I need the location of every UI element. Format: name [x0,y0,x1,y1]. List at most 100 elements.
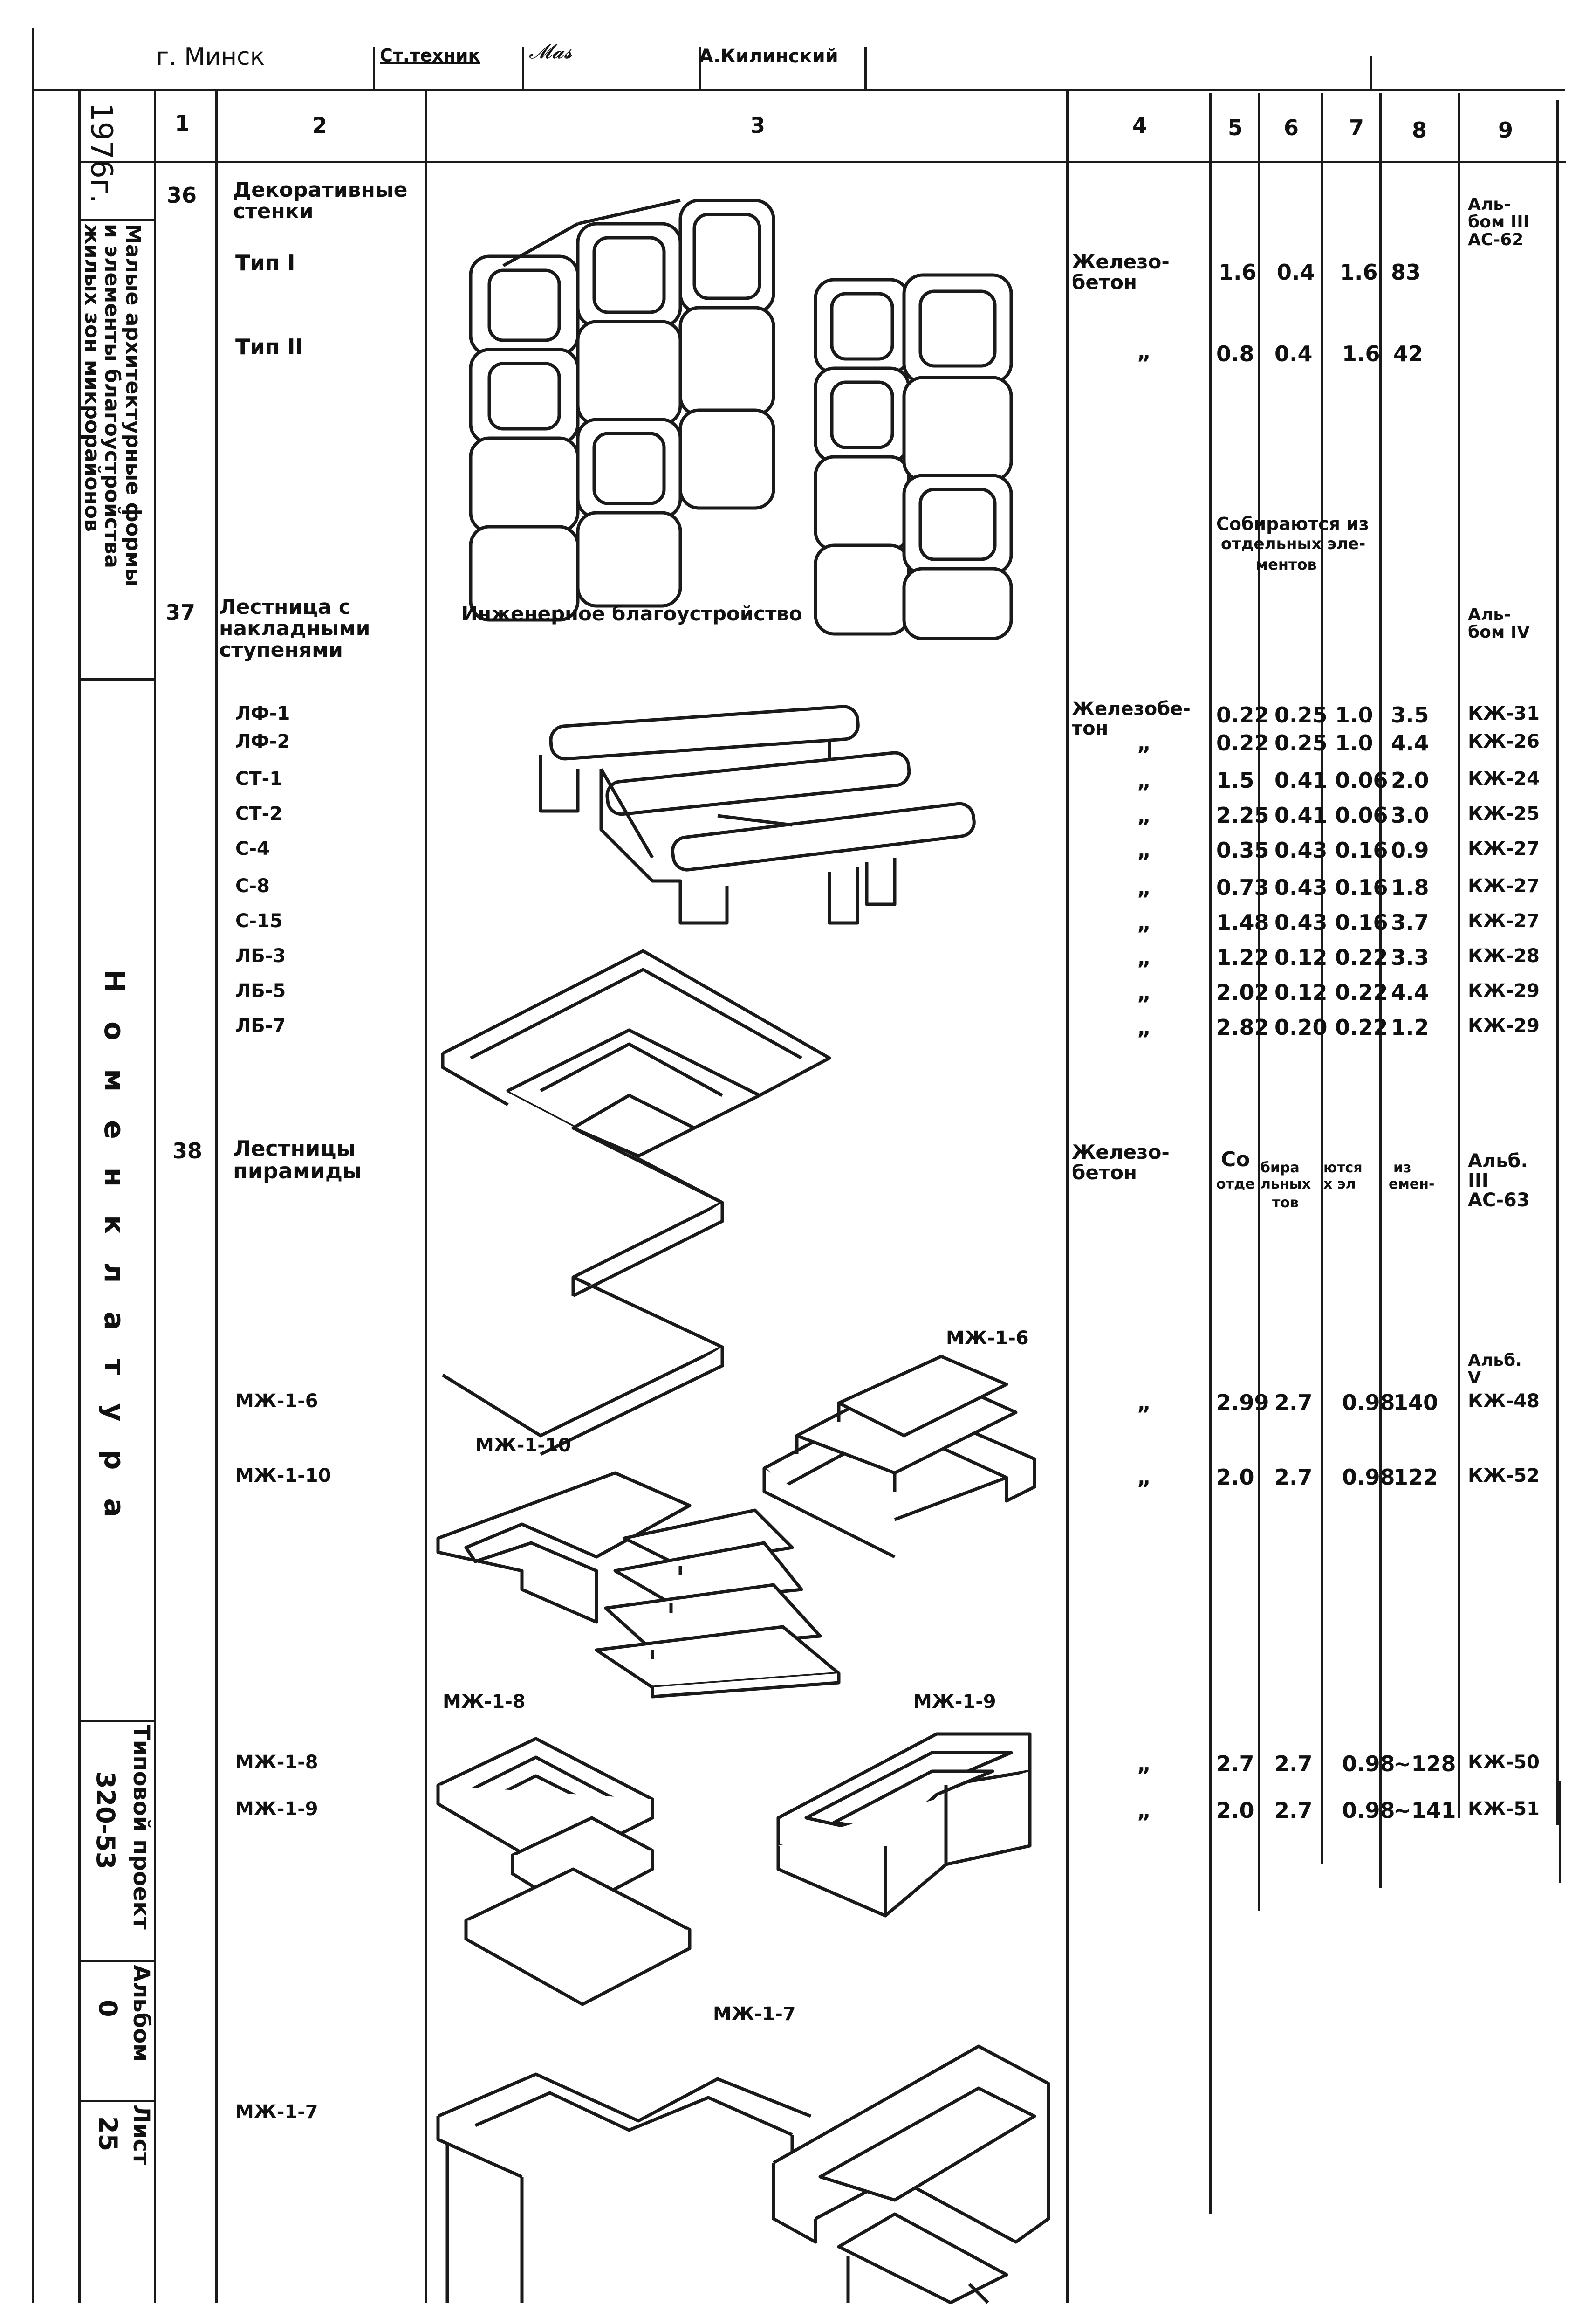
entry36-r1-c6: 0.4 [1277,260,1315,285]
entry37-row-name: С-8 [235,875,270,897]
entry37-row-c5: 0.35 [1216,838,1269,863]
entry36-num: 36 [167,183,197,208]
entry38-row-c8: ~128 [1393,1751,1456,1776]
entry38-row-c5: 2.0 [1216,1465,1254,1490]
entry36-r2-c6: 0.4 [1274,341,1313,366]
col-head-3: 3 [750,113,766,138]
entry36-album: Аль-бом III АС-62 [1468,195,1530,249]
side-album-value: 0 [93,2000,123,2017]
entry38-row-mat: „ [1137,1465,1151,1490]
entry38-note-3: бира [1260,1160,1300,1176]
entry37-row-name: СТ-1 [235,768,283,790]
entry37-row-name: ЛФ-1 [235,703,290,724]
side-sep-4 [79,1960,155,1962]
drawing-label-mzh-1-8: МЖ-1-8 [443,1691,526,1713]
side-album-label: Альбом [128,1965,154,2062]
entry38-row-c7: 0.98 [1342,1751,1395,1776]
frame-right-line [1556,100,1559,1825]
entry36-note-3: ментов [1256,556,1317,573]
pyramid-stair-mzh-1-6-drawing [762,1355,1036,1559]
entry38-row-c8: 122 [1393,1465,1438,1490]
entry37-row-c8: 3.0 [1391,803,1429,828]
entry38-material: Железо-бетон [1072,1141,1170,1184]
entry37-row-c8: 1.2 [1391,1015,1429,1040]
entry38-row-c6: 2.7 [1274,1390,1313,1415]
entry37-row-c5: 2.82 [1216,1015,1269,1040]
side-nomenclature: Н о м е н к л а т у р а [98,970,130,1527]
entry37-row-name: ЛБ-5 [235,980,286,1002]
side-sep-1 [79,219,155,221]
col-head-4: 4 [1132,113,1148,138]
entry36-type2: Тип II [235,334,303,359]
side-year: 1976г. [84,103,118,204]
entry37-row-c8: 4.4 [1391,980,1429,1005]
entry37-row-c8: 0.9 [1391,838,1429,863]
entry37-row-mat: „ [1137,875,1151,900]
entry37-album-head: Аль-бом IV [1468,605,1530,642]
entry37-row-c6: 0.43 [1274,838,1328,863]
entry37-row-c9: КЖ-24 [1468,768,1540,790]
col8-divider [1458,93,1460,1818]
entry37-row-c9: КЖ-28 [1468,945,1540,967]
entry38-name: Лестницы пирамиды [233,1136,362,1184]
entry37-row-c9: КЖ-29 [1468,980,1540,1002]
entry37-row-mat: „ [1137,730,1151,756]
col-head-5: 5 [1228,115,1243,140]
header-rule [32,89,1565,91]
entry38-row-c6: 2.7 [1274,1465,1313,1490]
entry37-row-c7: 1.0 [1335,730,1373,756]
entry38-row-c7: 0.98 [1342,1798,1395,1823]
col-head-9: 9 [1498,117,1514,143]
entry37-row-mat: „ [1137,980,1151,1005]
entry37-row-c6: 0.25 [1274,730,1328,756]
entry37-row-mat: „ [1137,838,1151,863]
side-title-3: жилых зон микрорайонов [80,224,104,532]
stair-landing-zigzag-drawing [441,949,831,1456]
pyramid-stair-mzh-1-10-drawing [436,1471,841,1699]
entry36-r1-c8: 83 [1391,260,1421,285]
right-edge-mark [1559,1781,1561,1883]
frame-left-line [32,28,34,2303]
header-signer1: Ст.техник [380,45,480,66]
entry37-row-mat: Железобе-тон [1072,698,1191,739]
entry38-row-c8: ~141 [1393,1798,1456,1823]
entry37-row-name: ЛБ-3 [235,945,286,967]
stair-overlay-steps-drawing [539,705,976,925]
header-city: г. Минск [156,43,265,71]
entry38-row-c6: 2.7 [1274,1751,1313,1776]
column-header-rule [79,161,1566,163]
drawing-label-mzh-1-6: МЖ-1-6 [946,1328,1029,1349]
side-sep-5 [79,2100,155,2102]
decorative-wall-type1-drawing [469,199,775,622]
entry38-row-c9: КЖ-51 [1468,1798,1540,1820]
header-signer2: А.Килинский [699,46,838,67]
entry37-row-c5: 2.25 [1216,803,1269,828]
entry37-row-c7: 0.16 [1335,838,1388,863]
entry38-row-name: МЖ-1-9 [235,1798,318,1820]
entry38-note-6: ются [1323,1160,1363,1176]
entry38-row-c6: 2.7 [1274,1798,1313,1823]
entry38-row-c7: 0.98 [1342,1465,1395,1490]
stamp-divider-1 [373,47,375,89]
entry36-r2-c5: 0.8 [1216,341,1254,366]
entry37-row-c5: 0.22 [1216,730,1269,756]
entry38-row-mat: „ [1137,1751,1151,1776]
entry37-row-name: ЛБ-7 [235,1015,286,1037]
entry37-row-mat: „ [1137,910,1151,935]
side-sep-3 [79,1720,155,1722]
entry37-row-name: ЛФ-2 [235,731,290,752]
entry37-row-c5: 2.02 [1216,980,1269,1005]
entry37-row-name: С-4 [235,838,270,860]
entry37-row-c7: 0.22 [1335,980,1388,1005]
side-title-1: Малые архитектурные формы [121,224,145,587]
entry37-row-c8: 3.3 [1391,945,1429,970]
stamp-divider-4 [864,47,867,89]
entry37-row-c6: 0.12 [1274,945,1328,970]
entry37-row-c6: 0.41 [1274,803,1328,828]
entry37-row-c7: 0.22 [1335,1015,1388,1040]
entry38-note-5: тов [1272,1195,1299,1211]
entry37-row-c6: 0.43 [1274,875,1328,900]
stamp-divider-2 [522,47,524,89]
entry37-row-name: С-15 [235,910,283,932]
entry37-row-c6: 0.25 [1274,702,1328,728]
